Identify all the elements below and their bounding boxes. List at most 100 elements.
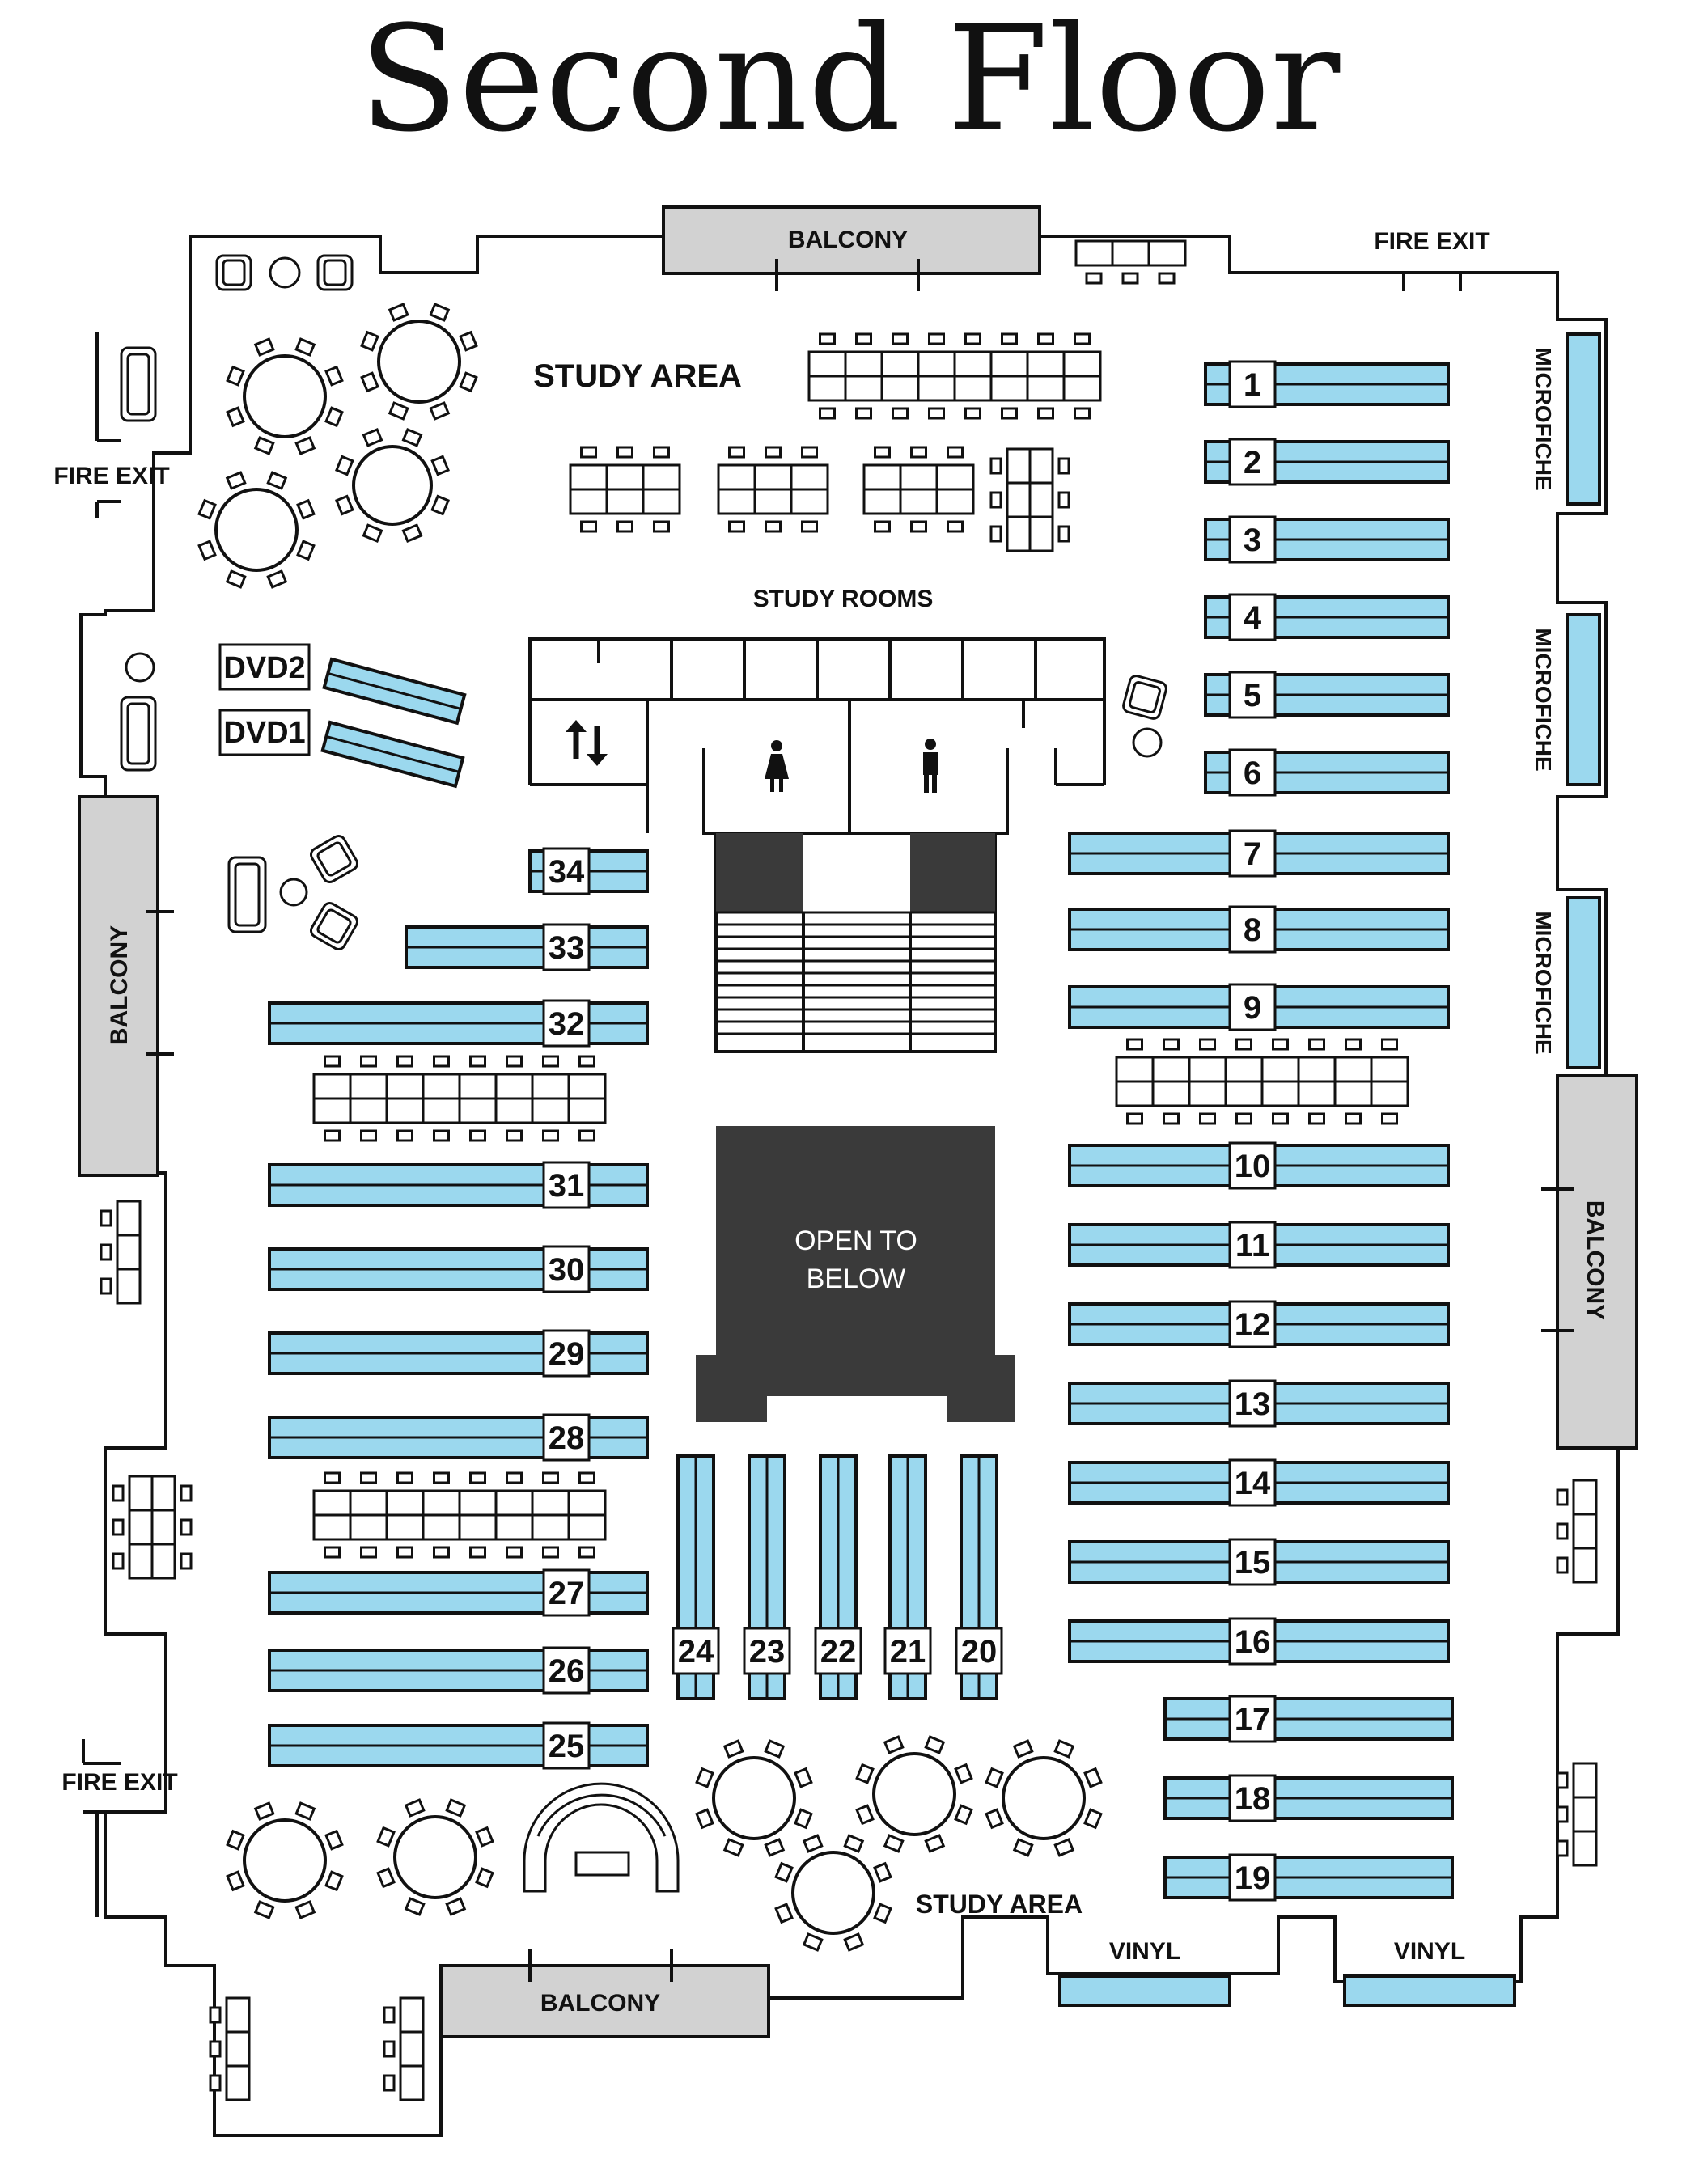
- table-block-right: [1115, 1038, 1409, 1125]
- table-block-3: [862, 446, 975, 533]
- table-right-wall-lower: [1556, 1762, 1598, 1867]
- round-table-8: [855, 1735, 973, 1853]
- svg-text:BALCONY: BALCONY: [106, 925, 133, 1045]
- stack-label-16: 16: [1235, 1624, 1271, 1660]
- stack-14: 14: [1068, 1458, 1450, 1507]
- page-title: Second Floor: [359, 0, 1341, 164]
- stack-18: 18: [1163, 1774, 1454, 1822]
- microfiche-2: MICROFICHE: [1531, 613, 1601, 786]
- table-block-2: [717, 446, 829, 533]
- stack-11: 11: [1068, 1221, 1450, 1269]
- fire-exit-left-upper: FIRE EXIT: [53, 332, 170, 518]
- svg-text:BELOW: BELOW: [807, 1263, 906, 1294]
- fire-exit-left-lower: FIRE EXIT: [61, 1739, 178, 1917]
- stack-1: 1: [1204, 360, 1450, 408]
- svg-text:VINYL: VINYL: [1394, 1938, 1465, 1965]
- stack-label-13: 13: [1235, 1386, 1271, 1422]
- table-bottom-left-2: [383, 1996, 425, 2101]
- elevator-arrows-icon: [566, 720, 608, 766]
- stack-28: 28: [268, 1413, 649, 1462]
- stack-label-5: 5: [1244, 678, 1261, 713]
- stack-30: 30: [268, 1245, 649, 1293]
- table-top-right: [1074, 239, 1187, 285]
- stack-label-1: 1: [1244, 367, 1261, 403]
- stack-4: 4: [1204, 593, 1450, 641]
- stack-9: 9: [1068, 983, 1450, 1031]
- study-rooms: STUDY ROOMS: [528, 586, 1106, 833]
- stack-label-15: 15: [1235, 1545, 1271, 1581]
- study-area-label-top: STUDY AREA: [533, 358, 742, 394]
- stack-27: 27: [268, 1568, 649, 1617]
- svg-text:MICROFICHE: MICROFICHE: [1531, 347, 1556, 490]
- stack-label-34: 34: [549, 854, 585, 890]
- round-table-6: [376, 1798, 494, 1916]
- stack-label-28: 28: [549, 1420, 585, 1456]
- study-tables: [100, 239, 1598, 2101]
- fire-exit-top-right: FIRE EXIT: [1374, 228, 1490, 291]
- building-outline: [79, 207, 1620, 2137]
- dvd2-section: DVD2: [218, 643, 467, 726]
- table-block-left-wall: [112, 1475, 193, 1580]
- lounge-seating: [120, 254, 1167, 1893]
- table-block-4: [989, 447, 1070, 552]
- stairs: [714, 832, 997, 1053]
- stack-label-3: 3: [1244, 523, 1261, 558]
- stack-label-11: 11: [1235, 1228, 1269, 1263]
- stack-24: 24: [672, 1454, 720, 1700]
- book-stacks: 1234567891011121314151617181920212223242…: [268, 360, 1454, 1902]
- stack-label-7: 7: [1244, 836, 1261, 872]
- stack-19: 19: [1163, 1853, 1454, 1902]
- study-area-label-bottom: STUDY AREA: [916, 1890, 1083, 1919]
- svg-text:BALCONY: BALCONY: [788, 226, 908, 253]
- stack-20: 20: [955, 1454, 1003, 1700]
- balcony-left: BALCONY: [78, 795, 174, 1177]
- stack-15: 15: [1068, 1538, 1450, 1586]
- table-left-wall-upper: [100, 1200, 142, 1305]
- stack-label-22: 22: [820, 1634, 857, 1670]
- stack-29: 29: [268, 1329, 649, 1378]
- stack-label-27: 27: [549, 1576, 585, 1611]
- microfiche-1: MICROFICHE: [1531, 332, 1601, 506]
- round-table-5: [226, 1801, 344, 1919]
- stack-label-33: 33: [549, 930, 585, 966]
- stack-10: 10: [1068, 1141, 1450, 1190]
- svg-text:FIRE EXIT: FIRE EXIT: [1374, 228, 1489, 255]
- stack-label-23: 23: [749, 1634, 786, 1670]
- round-table-7: [695, 1739, 813, 1857]
- stack-label-2: 2: [1244, 445, 1261, 480]
- woman-restroom-icon: [765, 740, 789, 792]
- svg-text:FIRE EXIT: FIRE EXIT: [61, 1769, 177, 1796]
- round-table-2: [360, 303, 478, 421]
- svg-text:STUDY ROOMS: STUDY ROOMS: [753, 586, 934, 612]
- stack-5: 5: [1204, 671, 1450, 719]
- stack-label-26: 26: [549, 1653, 585, 1689]
- stack-2: 2: [1204, 438, 1450, 486]
- stack-label-18: 18: [1235, 1781, 1271, 1817]
- table-right-wall-upper: [1556, 1479, 1598, 1584]
- balcony-bottom: BALCONY: [439, 1949, 770, 2038]
- stack-31: 31: [268, 1161, 649, 1209]
- stack-7: 7: [1068, 829, 1450, 878]
- stack-label-17: 17: [1235, 1702, 1271, 1737]
- round-table-4: [197, 471, 316, 589]
- stack-26: 26: [268, 1646, 649, 1695]
- stack-23: 23: [743, 1454, 791, 1700]
- stack-22: 22: [814, 1454, 862, 1700]
- stack-17: 17: [1163, 1695, 1454, 1743]
- stack-25: 25: [268, 1721, 649, 1770]
- balcony-top: BALCONY: [662, 205, 1041, 291]
- svg-text:VINYL: VINYL: [1109, 1938, 1180, 1965]
- table-block-left-lower: [312, 1471, 607, 1559]
- stack-33: 33: [405, 923, 649, 971]
- stack-label-14: 14: [1235, 1466, 1271, 1501]
- round-table-1: [226, 337, 344, 455]
- stack-8: 8: [1068, 905, 1450, 954]
- round-table-3: [335, 428, 450, 543]
- stack-32: 32: [268, 999, 649, 1048]
- svg-text:OPEN TO: OPEN TO: [794, 1225, 917, 1256]
- table-block-1: [569, 446, 681, 533]
- vinyl-1: VINYL: [1058, 1938, 1231, 2007]
- restrooms: [702, 700, 1009, 835]
- stack-label-25: 25: [549, 1729, 585, 1764]
- stack-12: 12: [1068, 1300, 1450, 1348]
